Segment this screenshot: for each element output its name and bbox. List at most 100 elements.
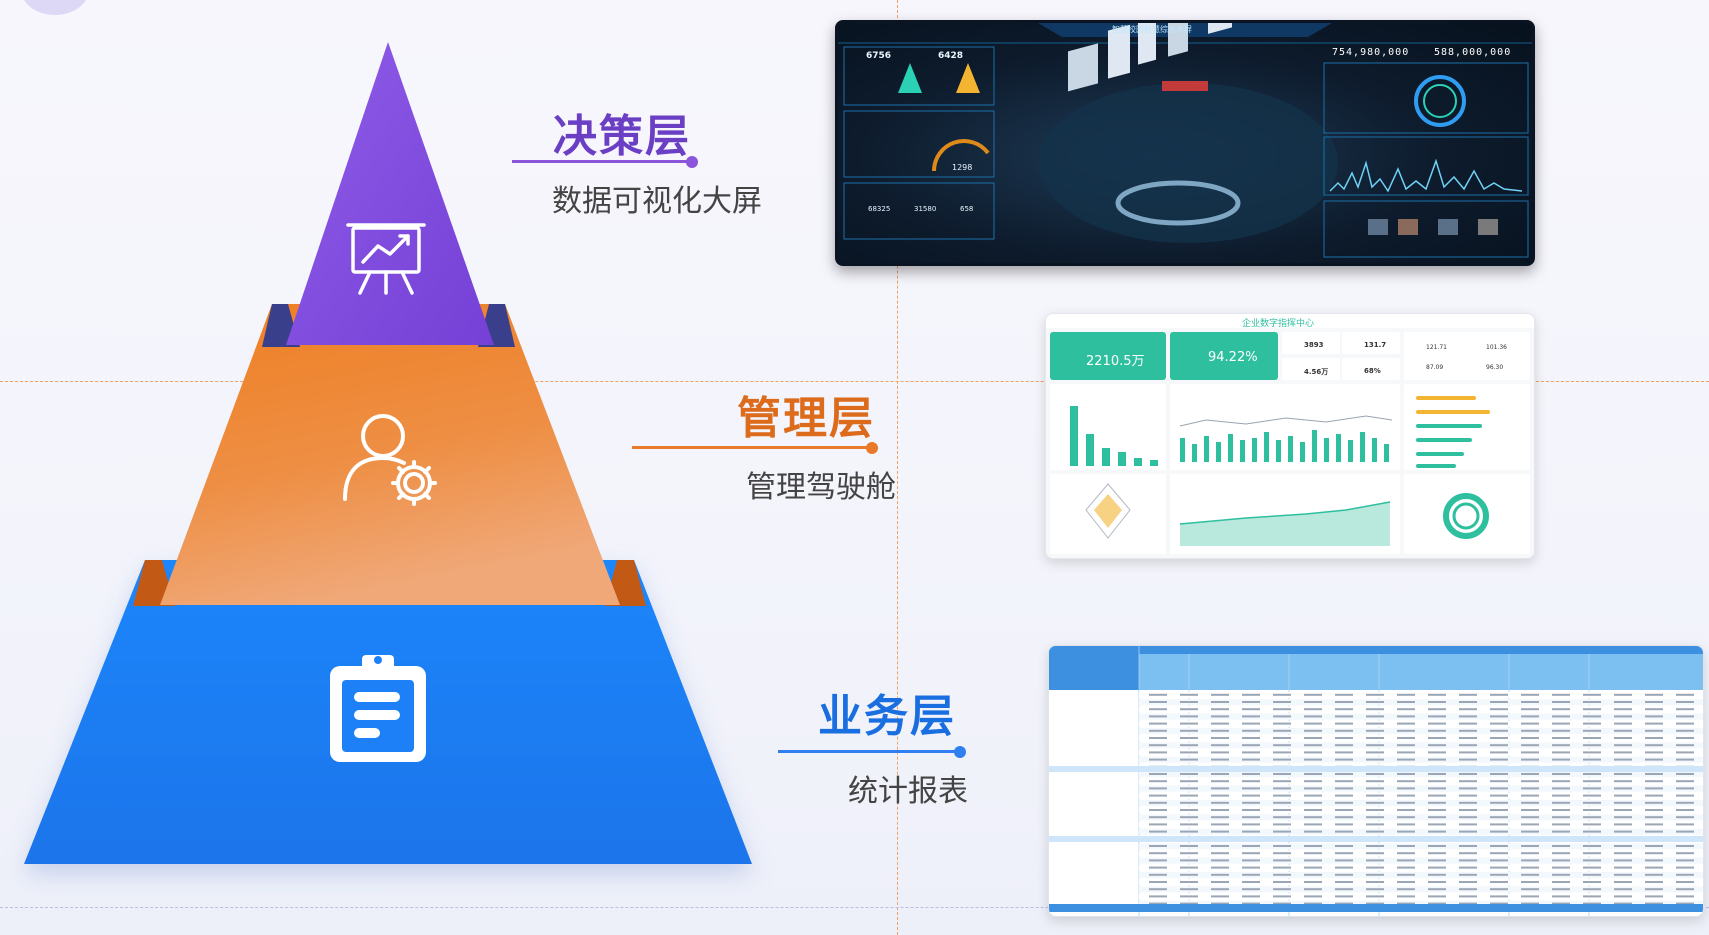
table-cell xyxy=(1583,809,1601,811)
table-cell xyxy=(1552,780,1570,783)
table-cell xyxy=(1149,773,1167,775)
table-cell xyxy=(1428,888,1446,891)
table-cell xyxy=(1583,715,1601,718)
table-cell xyxy=(1645,744,1663,747)
table-cell xyxy=(1273,888,1291,891)
table-cell xyxy=(1552,823,1570,826)
layer-title-business: 业务层 xyxy=(818,691,956,742)
table-cell xyxy=(1242,693,1260,696)
table-cell xyxy=(1490,787,1508,790)
table-cell xyxy=(1583,859,1601,862)
table-cell xyxy=(1428,816,1446,819)
table-cell xyxy=(1676,737,1694,739)
table-cell xyxy=(1583,888,1601,891)
cockpit-kpi-right-3: 87.09 xyxy=(1426,364,1444,371)
table-cell xyxy=(1676,751,1694,754)
table-cell xyxy=(1180,888,1198,891)
table-cell xyxy=(1242,751,1260,754)
presentation-chart-icon xyxy=(346,223,426,295)
table-cell xyxy=(1273,852,1291,855)
table-cell xyxy=(1614,729,1632,732)
table-cell xyxy=(1366,744,1384,747)
table-cell xyxy=(1211,881,1229,883)
table-cell xyxy=(1552,888,1570,891)
table-cell xyxy=(1428,809,1446,811)
table-cell xyxy=(1552,809,1570,811)
table-cell xyxy=(1180,816,1198,819)
table-cell xyxy=(1459,701,1477,703)
cockpit-kpi-main-b: 94.22% xyxy=(1208,350,1258,365)
table-cell xyxy=(1552,873,1570,876)
table-cell xyxy=(1304,744,1322,747)
table-cell xyxy=(1397,852,1415,855)
table-cell xyxy=(1428,859,1446,862)
table-cell xyxy=(1397,845,1415,847)
table-cell xyxy=(1304,866,1322,869)
table-cell xyxy=(1273,751,1291,754)
table-cell xyxy=(1583,787,1601,790)
table-cell xyxy=(1397,794,1415,797)
table-cell xyxy=(1397,737,1415,739)
table-cell xyxy=(1583,729,1601,732)
table-row xyxy=(1139,828,1703,835)
thumbnail-management-cockpit: 企业数字指挥中心 2210.5万 94.22% 3893 131.7 4.56万… xyxy=(1045,313,1535,559)
table-cell xyxy=(1490,823,1508,826)
table-cell xyxy=(1490,751,1508,754)
table-cell xyxy=(1552,708,1570,711)
table-cell xyxy=(1490,722,1508,725)
table-cell xyxy=(1180,715,1198,718)
table-cell xyxy=(1490,866,1508,869)
table-cell xyxy=(1397,895,1415,898)
table-cell xyxy=(1273,715,1291,718)
dark-counter-a: 754,980,000 xyxy=(1332,47,1410,58)
leader-line-management xyxy=(632,446,872,449)
table-cell xyxy=(1211,823,1229,826)
table-row xyxy=(1139,814,1703,821)
leader-dot-business xyxy=(954,746,966,758)
table-cell xyxy=(1459,859,1477,862)
table-cell xyxy=(1676,816,1694,819)
table-cell xyxy=(1335,744,1353,747)
table-cell xyxy=(1242,701,1260,703)
table-cell xyxy=(1149,794,1167,797)
table-cell xyxy=(1149,859,1167,862)
table-cell xyxy=(1242,787,1260,790)
table-cell xyxy=(1273,809,1291,811)
table-cell xyxy=(1614,708,1632,711)
table-row xyxy=(1139,735,1703,742)
table-row xyxy=(1139,872,1703,878)
table-cell xyxy=(1490,758,1508,761)
user-gear-icon xyxy=(343,414,437,506)
table-cell xyxy=(1428,693,1446,696)
table-row xyxy=(1139,843,1703,850)
table-cell xyxy=(1211,787,1229,790)
table-cell xyxy=(1149,737,1167,739)
table-cell xyxy=(1180,758,1198,761)
table-cell xyxy=(1335,787,1353,790)
table-cell xyxy=(1614,701,1632,703)
table-cell xyxy=(1521,852,1539,855)
table-cell xyxy=(1211,852,1229,855)
table-cell xyxy=(1645,708,1663,711)
table-cell xyxy=(1614,758,1632,761)
table-cell xyxy=(1552,744,1570,747)
table-cell xyxy=(1366,895,1384,898)
table-cell xyxy=(1242,830,1260,833)
table-cell xyxy=(1676,729,1694,732)
table-cell xyxy=(1242,780,1260,783)
layer-subtitle-business: 统计报表 xyxy=(848,774,968,809)
table-cell xyxy=(1211,780,1229,783)
pyramid-tier-decision xyxy=(286,42,494,345)
cockpit-kpi-right-2: 101.36 xyxy=(1486,344,1507,351)
table-cell xyxy=(1366,708,1384,711)
table-cell xyxy=(1273,744,1291,747)
table-cell xyxy=(1335,816,1353,819)
table-cell xyxy=(1583,823,1601,826)
table-cell xyxy=(1490,794,1508,797)
table-cell xyxy=(1335,751,1353,754)
table-cell xyxy=(1397,722,1415,725)
table-cell xyxy=(1242,801,1260,804)
table-cell xyxy=(1490,737,1508,739)
table-cell xyxy=(1583,881,1601,883)
table-cell xyxy=(1397,780,1415,783)
